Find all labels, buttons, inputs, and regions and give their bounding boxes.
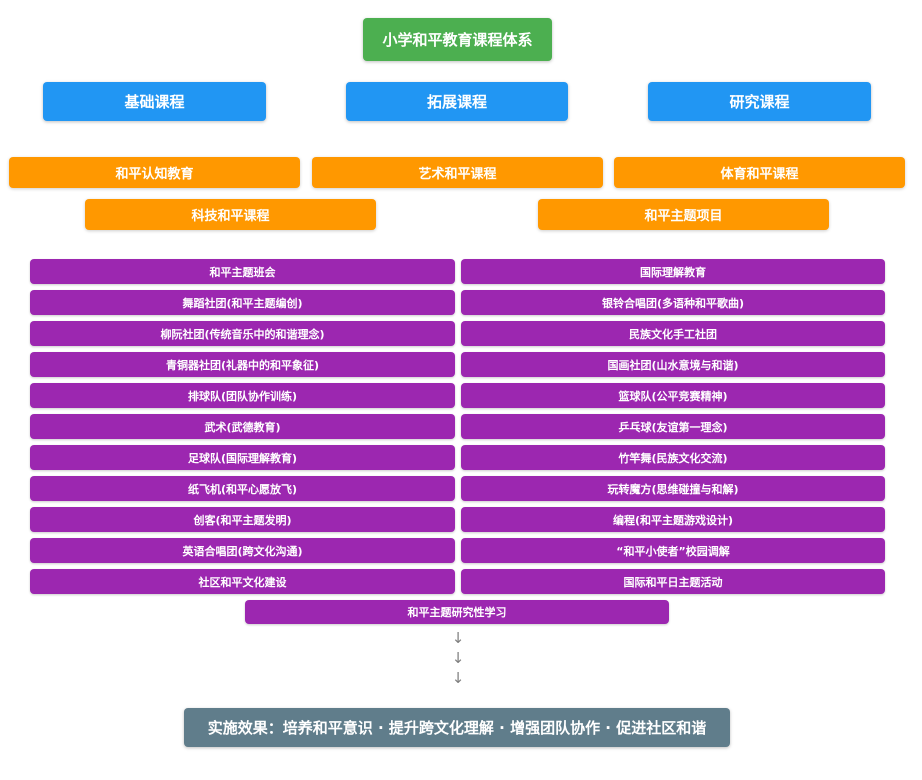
level2-sports-peace: 体育和平课程 (614, 157, 905, 188)
level2-peace-cognition: 和平认知教育 (9, 157, 300, 188)
arrow-down-icon: ↓ (451, 669, 465, 687)
activity-item: 柳阮社团(传统音乐中的和谐理念) (30, 321, 455, 346)
activity-item: 玩转魔方(思维碰撞与和解) (461, 476, 885, 501)
activity-item: 排球队(团队协作训练) (30, 383, 455, 408)
activity-item: 民族文化手工社团 (461, 321, 885, 346)
research-study-item: 和平主题研究性学习 (245, 600, 669, 624)
level2-art-peace: 艺术和平课程 (312, 157, 603, 188)
activity-item: 国画社团(山水意境与和谐) (461, 352, 885, 377)
activity-item: 创客(和平主题发明) (30, 507, 455, 532)
activity-item: 国际理解教育 (461, 259, 885, 284)
activity-item: 和平主题班会 (30, 259, 455, 284)
activity-item: 舞蹈社团(和平主题编创) (30, 290, 455, 315)
arrow-down-icon: ↓ (451, 649, 465, 667)
level2-peace-project: 和平主题项目 (538, 199, 829, 230)
activity-item: 纸飞机(和平心愿放飞) (30, 476, 455, 501)
diagram-title: 小学和平教育课程体系 (363, 18, 552, 61)
implementation-effect: 实施效果：培养和平意识 · 提升跨文化理解 · 增强团队协作 · 促进社区和谐 (184, 708, 730, 747)
activity-item: 乒乓球(友谊第一理念) (461, 414, 885, 439)
activity-column-right: 国际理解教育 银铃合唱团(多语种和平歌曲) 民族文化手工社团 国画社团(山水意境… (461, 259, 885, 600)
activity-item: 编程(和平主题游戏设计) (461, 507, 885, 532)
level2-tech-peace: 科技和平课程 (85, 199, 376, 230)
level1-extended-course: 拓展课程 (346, 82, 568, 121)
activity-item: 篮球队(公平竞赛精神) (461, 383, 885, 408)
activity-item: 足球队(国际理解教育) (30, 445, 455, 470)
arrow-down-icon: ↓ (451, 629, 465, 647)
activity-item: 银铃合唱团(多语种和平歌曲) (461, 290, 885, 315)
level1-basic-course: 基础课程 (43, 82, 266, 121)
activity-item: 武术(武德教育) (30, 414, 455, 439)
activity-item: 竹竿舞(民族文化交流) (461, 445, 885, 470)
activity-item: 社区和平文化建设 (30, 569, 455, 594)
activity-item: 青铜器社团(礼器中的和平象征) (30, 352, 455, 377)
activity-item: 国际和平日主题活动 (461, 569, 885, 594)
activity-item: “和平小使者”校园调解 (461, 538, 885, 563)
activity-item: 英语合唱团(跨文化沟通) (30, 538, 455, 563)
activity-column-left: 和平主题班会 舞蹈社团(和平主题编创) 柳阮社团(传统音乐中的和谐理念) 青铜器… (30, 259, 455, 600)
level1-research-course: 研究课程 (648, 82, 871, 121)
